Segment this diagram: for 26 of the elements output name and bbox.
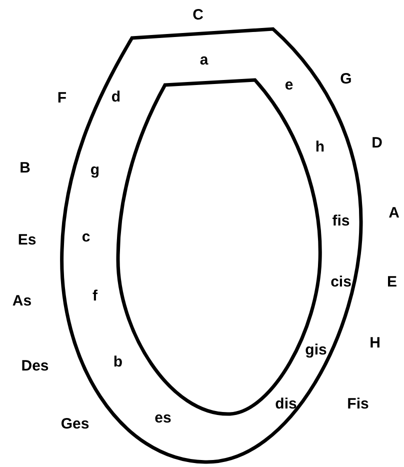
minor-key-label: a bbox=[200, 52, 208, 68]
minor-key-label: d bbox=[111, 88, 121, 106]
minor-key-label: c bbox=[82, 228, 90, 246]
minor-key-label: es bbox=[154, 410, 172, 426]
major-key-label: Des bbox=[21, 358, 49, 374]
major-key-label: G bbox=[340, 70, 352, 88]
minor-key-label: b bbox=[113, 354, 123, 370]
major-key-label: H bbox=[370, 334, 380, 352]
minor-key-label: gis bbox=[305, 342, 327, 358]
minor-key-label: g bbox=[90, 162, 100, 178]
major-key-label: Fis bbox=[347, 396, 369, 412]
major-key-label: E bbox=[387, 274, 397, 290]
minor-key-label: cis bbox=[330, 274, 352, 290]
major-key-label: Ges bbox=[60, 416, 90, 432]
major-key-label: B bbox=[20, 160, 30, 176]
major-key-label: F bbox=[57, 90, 67, 106]
minor-key-label: e bbox=[284, 76, 294, 94]
minor-key-label: h bbox=[315, 138, 325, 156]
minor-key-label: fis bbox=[332, 212, 350, 230]
major-key-label: A bbox=[388, 204, 400, 222]
major-key-label: As bbox=[12, 292, 32, 310]
minor-key-label: f bbox=[92, 288, 98, 304]
major-key-label: Es bbox=[18, 232, 36, 248]
major-key-label: C bbox=[192, 6, 204, 24]
major-key-label: D bbox=[372, 134, 382, 152]
minor-key-label: dis bbox=[275, 396, 297, 412]
